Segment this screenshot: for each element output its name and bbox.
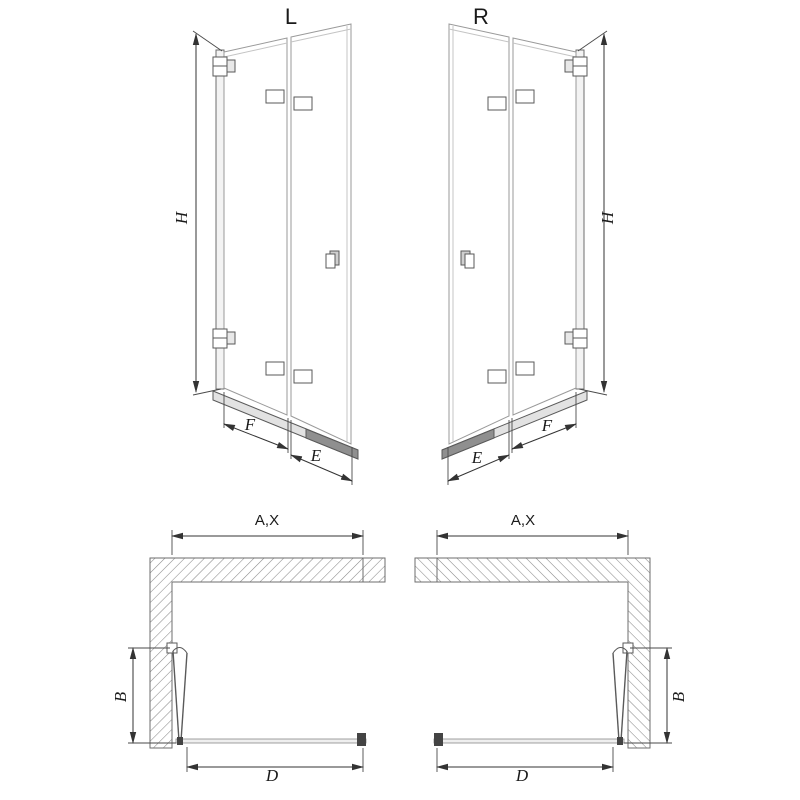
entry-width-label-left: D [265,766,279,785]
fold-hinge-top [265,89,313,111]
variant-label-left: L [285,4,297,29]
entry-width-label-right: D [515,766,529,785]
threshold-end-cap [305,428,359,460]
opening-width-label-right: A,X [511,512,535,529]
sill-right-fitting [357,733,366,746]
height-dim-label-right: H [598,210,617,225]
projection-label-right: B [669,691,688,702]
right-plan-view-drawing [415,530,672,772]
glass-panel-door [290,23,352,445]
door-handle [325,250,340,269]
folded-door-plan [166,642,188,742]
fold-hinge-bottom [265,361,313,384]
panel-e-label-right: E [471,448,483,467]
right-door-elevation-drawing [442,24,607,485]
left-plan-view-drawing [128,530,386,772]
wall-section [149,557,386,749]
sill-left-fitting [177,737,183,745]
panel-f-label-left: F [244,415,256,434]
sill-plan [175,738,367,744]
left-door-elevation-drawing [192,23,359,485]
projection-label-left: B [111,691,130,702]
panel-f-dimension-line [223,423,289,450]
wall-hinge-bottom [212,328,236,349]
opening-width-label-left: A,X [255,512,279,529]
panel-f-label-right: F [541,416,553,435]
wall-hinge-top [212,56,236,77]
panel-e-label-left: E [310,446,322,465]
variant-label-right: R [473,4,489,29]
height-dim-label-left: H [172,210,191,225]
panel-e-dimension-line [290,454,353,482]
glass-panel-fold [223,37,288,416]
